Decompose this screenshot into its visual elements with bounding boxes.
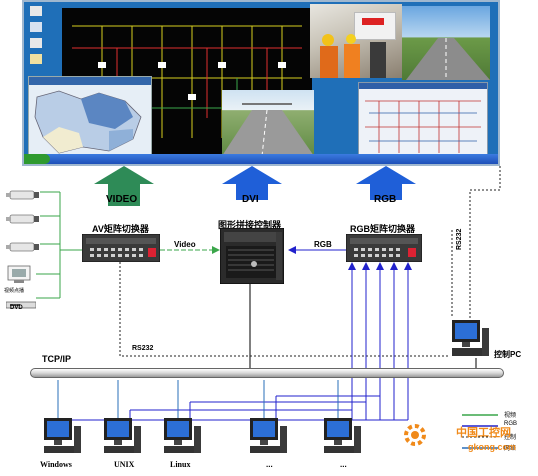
tcpip-bus <box>30 368 504 378</box>
rgb-arrow <box>356 166 416 200</box>
start-button[interactable] <box>24 154 50 164</box>
rgb-arrow-label: RGB <box>374 194 397 205</box>
rs232-right-label: RS232 <box>456 228 463 250</box>
video-arrow-label: VIDEO <box>106 194 138 205</box>
dvi-arrow <box>222 166 282 200</box>
workstation-label: Windows <box>40 460 72 469</box>
camera-video-lines <box>36 191 82 299</box>
vod-caption: 视频点播 <box>4 288 25 294</box>
dvd-player-icon <box>5 294 37 309</box>
desktop-icon[interactable] <box>30 22 42 32</box>
legend-entry: 网络 <box>504 446 517 452</box>
rgb-switcher-device <box>345 233 423 263</box>
desktop-icon[interactable] <box>30 54 42 64</box>
video-wall-display <box>22 0 500 166</box>
legend-entry: 控制 <box>504 435 517 441</box>
video-arrow <box>94 166 154 206</box>
watermark-url: gkong.com <box>468 442 517 452</box>
av-switcher-label: AV矩阵切换器 <box>92 224 149 234</box>
watermark-brand: 中国工控网 <box>456 427 511 439</box>
workstation-icon <box>248 416 288 456</box>
rgb-switcher-label: RGB矩阵切换器 <box>350 224 415 234</box>
controller-device <box>219 227 285 285</box>
av-switcher-device <box>81 233 161 263</box>
tcpip-label: TCP/IP <box>42 354 72 364</box>
video-link-label: Video <box>174 240 196 249</box>
camera-icon <box>6 186 40 200</box>
workstation-icon <box>42 416 82 456</box>
dvd-label: DVD <box>10 305 23 311</box>
desktop-icon[interactable] <box>30 38 42 48</box>
control-pc-label: 控制PC <box>494 350 522 359</box>
workstation-label: Linux <box>170 460 191 469</box>
control-pc-icon <box>450 318 490 360</box>
taskbar <box>24 154 498 164</box>
camera-icon <box>6 210 40 224</box>
workstation-label: ... <box>266 460 273 469</box>
workstation-label: ... <box>340 460 347 469</box>
highway-photo-center <box>222 90 314 156</box>
legend-entry: 视频 <box>504 413 517 419</box>
rgb-link-label: RGB <box>314 240 332 249</box>
controller-label: 图形拼接控制器 <box>218 220 282 230</box>
camera-icon <box>6 238 40 252</box>
rs232-left-label: RS232 <box>132 345 154 352</box>
workstation-icon <box>102 416 142 456</box>
watermark-logo-icon <box>402 422 428 448</box>
desktop-icons <box>30 6 46 68</box>
desktop-icon[interactable] <box>30 6 42 16</box>
dvi-arrow-label: DVI <box>242 194 259 205</box>
workstation-label: UNIX <box>114 460 135 469</box>
legend: 视频 RGB 控制 网络 <box>462 410 534 458</box>
highway-photo-top <box>402 6 490 80</box>
workers-photo <box>310 4 402 78</box>
workstation-icon <box>162 416 202 456</box>
vod-device-icon <box>6 264 32 284</box>
legend-entry: RGB <box>504 421 518 427</box>
workstation-icon <box>322 416 362 456</box>
scada-diagram-light <box>359 83 487 153</box>
